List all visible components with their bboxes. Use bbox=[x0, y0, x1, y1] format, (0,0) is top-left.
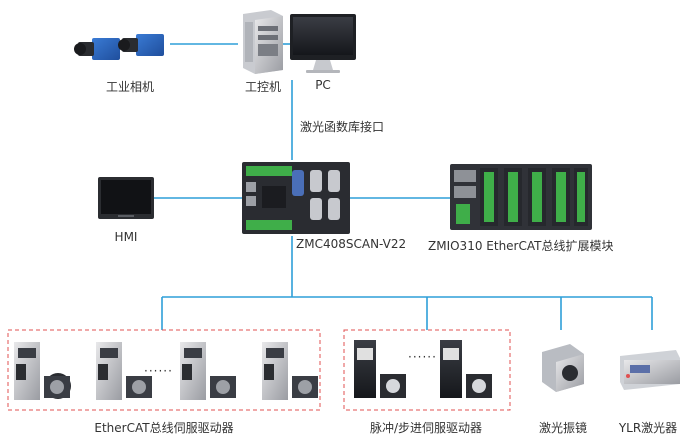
ellipsis-left: ······ bbox=[144, 364, 173, 378]
camera-icon bbox=[74, 34, 164, 60]
ethercat-drives-group bbox=[7, 329, 321, 411]
ipc-label: 工控机 bbox=[244, 80, 282, 94]
galvo-scanner-icon bbox=[542, 344, 584, 392]
connection-lines bbox=[154, 43, 653, 330]
ellipsis-right: ······ bbox=[408, 350, 437, 364]
laser-label: YLR激光器 bbox=[618, 421, 678, 435]
interface-label: 激光函数库接口 bbox=[300, 120, 385, 134]
camera-label: 工业相机 bbox=[105, 80, 155, 94]
controller-icon bbox=[242, 162, 350, 234]
io-module-label: ZMIO310 EtherCAT总线扩展模块 bbox=[428, 239, 614, 253]
pc-label: PC bbox=[315, 78, 331, 92]
pulse-drives-group bbox=[343, 329, 511, 411]
ethercat-drives-label: EtherCAT总线伺服驱动器 bbox=[94, 421, 234, 435]
industrial-pc-icon bbox=[243, 10, 283, 74]
galvo-label: 激光振镜 bbox=[538, 421, 588, 435]
laser-source-icon bbox=[620, 350, 680, 390]
controller-label: ZMC408SCAN-V22 bbox=[296, 237, 407, 251]
hmi-label: HMI bbox=[114, 230, 138, 244]
stepper-drive-icon bbox=[354, 340, 492, 398]
pc-monitor-icon bbox=[290, 14, 356, 73]
io-module-icon bbox=[450, 164, 592, 230]
servo-drive-icon bbox=[14, 342, 318, 400]
pulse-drives-label: 脉冲/步进伺服驱动器 bbox=[369, 421, 483, 435]
hmi-icon bbox=[98, 177, 154, 219]
